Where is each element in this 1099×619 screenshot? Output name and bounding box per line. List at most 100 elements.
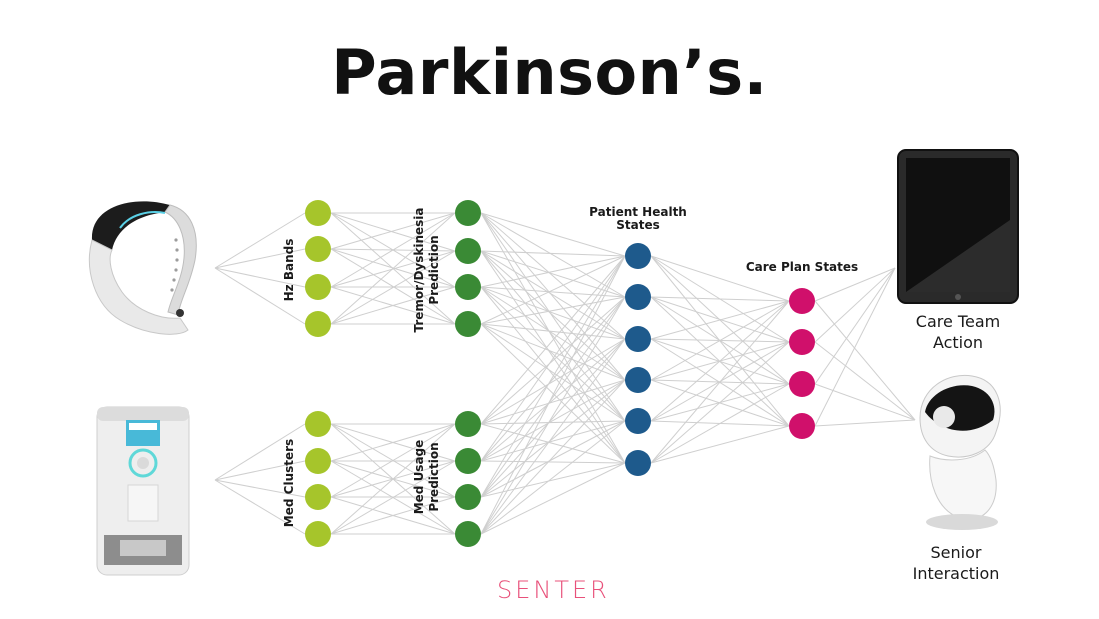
edge — [480, 338, 626, 535]
input-edge — [214, 479, 306, 535]
med-usage-node — [455, 521, 481, 547]
edge — [330, 212, 456, 250]
edge — [650, 296, 790, 302]
edge — [480, 462, 626, 535]
network-edges — [214, 212, 916, 535]
edge — [480, 423, 626, 464]
edge — [480, 255, 626, 425]
patient-health-node — [625, 284, 651, 310]
med-usage-label-line1: Med Usage — [412, 440, 426, 515]
output-edge — [814, 341, 916, 421]
care-plan-label: Care Plan States — [746, 260, 858, 274]
med-cluster-node — [305, 411, 331, 437]
edge — [650, 341, 790, 464]
patient-health-node — [625, 326, 651, 352]
edge — [480, 212, 626, 381]
output-edge — [814, 300, 916, 421]
med-cluster-node — [305, 521, 331, 547]
edge — [480, 212, 626, 257]
edge — [480, 379, 626, 462]
edge — [330, 423, 456, 535]
edge — [330, 212, 456, 288]
edge — [480, 255, 626, 535]
patient-health-node — [625, 450, 651, 476]
edge — [330, 496, 456, 535]
edge — [480, 379, 626, 425]
output-edge — [814, 267, 896, 343]
tremor-node — [455, 311, 481, 337]
edge — [480, 462, 626, 498]
tremor-node — [455, 274, 481, 300]
edge — [330, 250, 456, 325]
patient-health-node — [625, 243, 651, 269]
med-cluster-node — [305, 448, 331, 474]
med-usage-label-line2: Prediction — [427, 442, 441, 511]
med-usage-node — [455, 411, 481, 437]
output-edge — [814, 383, 916, 421]
edge — [480, 379, 626, 498]
care-plan-node — [789, 371, 815, 397]
tremor-label-line1: Tremor/Dyskinesia — [412, 207, 426, 332]
input-edge — [214, 267, 306, 325]
edge — [480, 255, 626, 498]
edge — [480, 296, 626, 498]
edge — [650, 383, 790, 464]
care-plan-node — [789, 413, 815, 439]
edge — [480, 296, 626, 425]
edge — [650, 255, 790, 302]
edge — [650, 300, 790, 422]
edge — [480, 296, 626, 462]
edge — [480, 420, 626, 535]
med-usage-node — [455, 448, 481, 474]
care-plan-node — [789, 288, 815, 314]
edge — [330, 212, 456, 252]
edge — [480, 250, 626, 257]
edge — [480, 250, 626, 422]
med-clusters-label: Med Clusters — [282, 439, 296, 527]
tremor-label-line2: Prediction — [427, 235, 441, 304]
edge — [330, 286, 456, 325]
patient-health-node — [625, 367, 651, 393]
edge — [480, 420, 626, 425]
edge — [480, 420, 626, 498]
output-edge — [814, 267, 896, 302]
input-edge — [214, 248, 306, 269]
edge — [650, 300, 790, 340]
senior-interaction-label: Senior Interaction — [891, 542, 1021, 584]
care-team-line2: Action — [932, 333, 984, 352]
edge — [330, 423, 456, 498]
edge — [650, 425, 790, 464]
senior-line2: Interaction — [912, 564, 1000, 583]
edge — [480, 460, 626, 464]
edge — [480, 286, 626, 422]
output-edge — [814, 419, 916, 427]
edge — [480, 212, 626, 298]
hz-bands-label: Hz Bands — [282, 239, 296, 302]
senior-line1: Senior — [930, 543, 982, 562]
output-edge — [814, 267, 896, 385]
hz-band-node — [305, 274, 331, 300]
edge — [480, 338, 626, 462]
edge — [650, 300, 790, 464]
input-edge — [214, 267, 306, 288]
edge — [480, 286, 626, 381]
edge — [330, 212, 456, 325]
wristband-device-image — [88, 201, 197, 335]
med-dispenser-image — [96, 406, 190, 576]
edge — [480, 255, 626, 325]
edge — [650, 300, 790, 381]
hz-band-node — [305, 200, 331, 226]
page-title: Parkinson’s. — [331, 36, 768, 109]
tremor-node — [455, 200, 481, 226]
edge — [330, 460, 456, 535]
patient-health-label-line1: Patient Health — [589, 205, 687, 219]
senter-brand-logo: SENTER — [497, 576, 610, 604]
network-nodes — [305, 200, 815, 547]
edge — [480, 323, 626, 422]
edge — [480, 338, 626, 498]
hz-band-node — [305, 311, 331, 337]
med-cluster-node — [305, 484, 331, 510]
input-edge — [214, 479, 306, 498]
output-edge — [814, 267, 896, 427]
